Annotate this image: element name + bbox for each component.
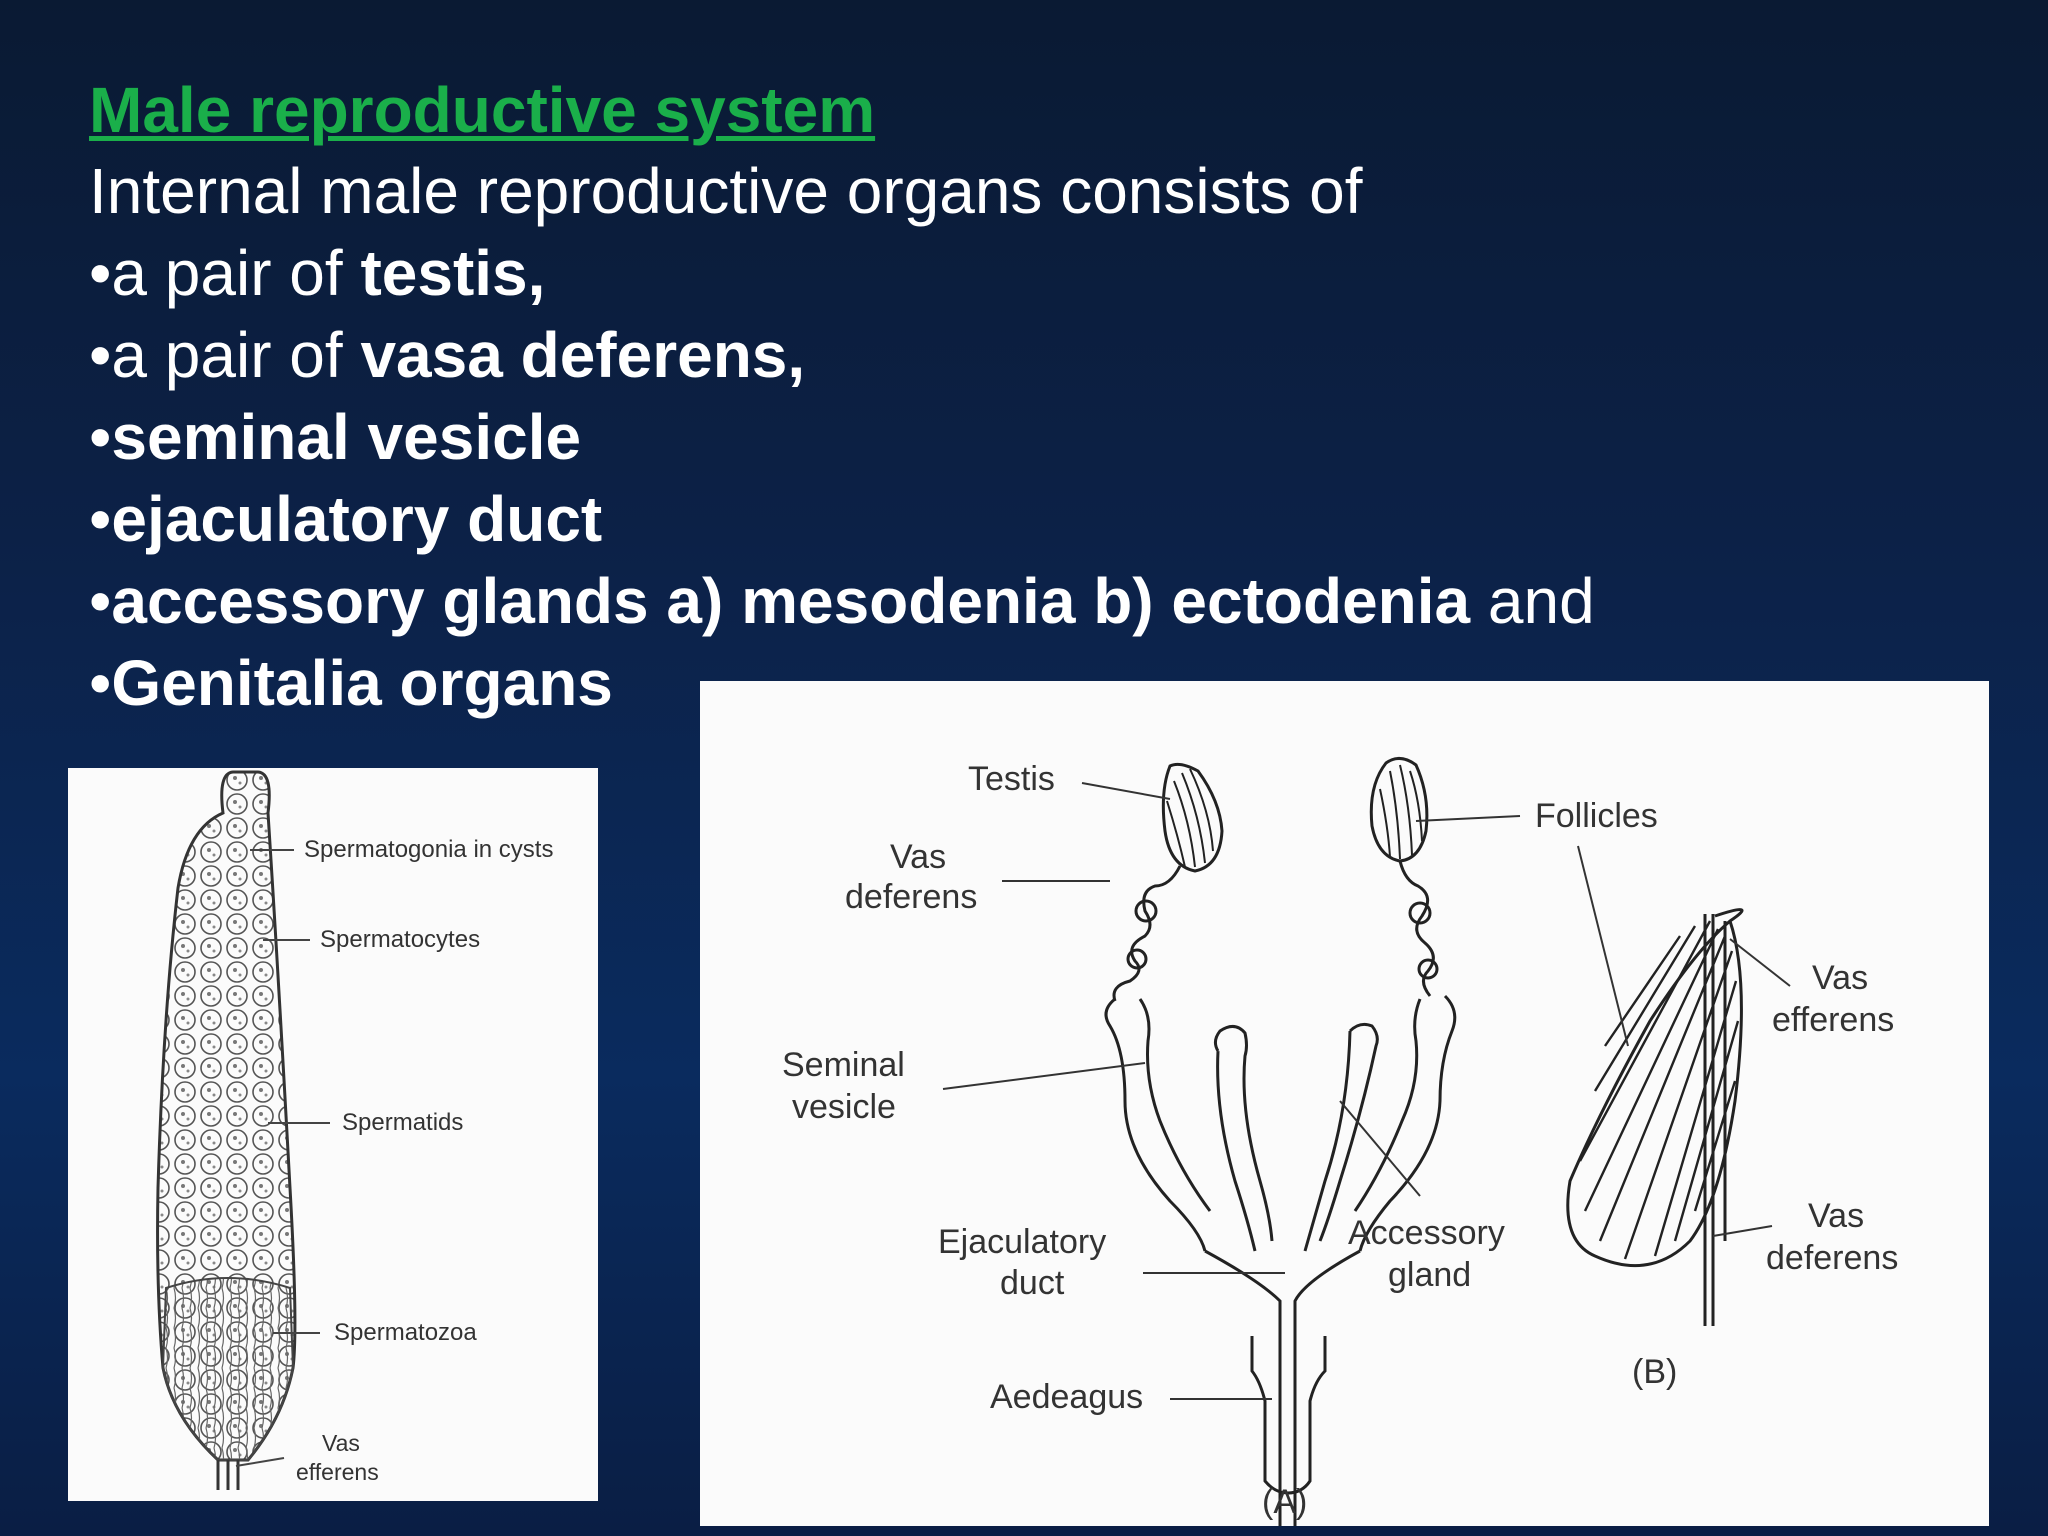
bullet-bold: accessory glands a) mesodenia b) ectoden… (111, 565, 1471, 637)
label-vas-efferens-b-line1: Vas (1812, 959, 1868, 997)
bullet-prefix: • (89, 401, 112, 473)
label-spermatozoa: Spermatozoa (334, 1319, 477, 1346)
testis-follicle-drawing: Spermatogonia in cysts Spermatocytes Spe… (156, 770, 553, 1490)
bullet-bold: Genitalia organs (111, 647, 613, 719)
bullet-bold: seminal vesicle (111, 401, 582, 473)
right-accessory-gland (1303, 1022, 1379, 1252)
reproductive-system-figure: Testis Vas deferens Seminal vesicle Ejac… (700, 681, 1989, 1526)
bullet-testis: •a pair of testis, (89, 232, 1595, 314)
bullet-vasa-deferens: •a pair of vasa deferens, (89, 314, 1595, 396)
bullet-bold: vasa deferens, (360, 319, 806, 391)
label-vas-efferens-line2: efferens (296, 1459, 379, 1485)
bullet-prefix: •a pair of (89, 319, 361, 391)
bullet-accessory-glands: •accessory glands a) mesodenia b) ectode… (89, 560, 1595, 642)
label-vas-deferens-b-line1: Vas (1808, 1197, 1864, 1235)
label-vas-deferens-b-line2: deferens (1766, 1239, 1898, 1277)
left-testis (1161, 762, 1224, 873)
label-spermatids: Spermatids (342, 1109, 463, 1136)
bullet-prefix: • (89, 647, 112, 719)
bullet-ejaculatory-duct: •ejaculatory duct (89, 478, 1595, 560)
bullet-prefix: •a pair of (89, 237, 361, 309)
slide-text: Male reproductive system Internal male r… (89, 70, 1595, 724)
bullet-bold: testis, (360, 237, 546, 309)
label-spermatocytes: Spermatocytes (320, 926, 480, 953)
right-seminal-vesicle (1353, 994, 1457, 1252)
label-accessory-line2: gland (1388, 1256, 1471, 1294)
leader-lines (235, 849, 330, 1467)
label-panel-a: (A) (1262, 1483, 1307, 1521)
bullet-prefix: • (89, 483, 112, 555)
label-seminal-line2: vesicle (792, 1088, 896, 1126)
leader-lines-b (1577, 845, 1791, 1237)
label-vas-efferens-line1: Vas (322, 1430, 360, 1456)
bullet-genitalia: •Genitalia organs (89, 642, 1595, 724)
label-testis: Testis (968, 760, 1055, 798)
labels-right: Testis Vas deferens Seminal vesicle Ejac… (782, 760, 1898, 1521)
slide-title: Male reproductive system (89, 74, 876, 146)
follicle-b (1566, 908, 1744, 1268)
label-ejaculatory-line1: Ejaculatory (938, 1223, 1106, 1261)
leader-lines-a (942, 782, 1521, 1400)
label-aedeagus: Aedeagus (990, 1378, 1143, 1416)
left-accessory-gland (1213, 1025, 1274, 1252)
intro-text: Internal male reproductive organs consis… (89, 155, 1363, 227)
diagram-a (1104, 757, 1457, 1526)
left-vas-deferens (1112, 865, 1182, 1002)
testis-follicle-figure: Spermatogonia in cysts Spermatocytes Spe… (68, 768, 598, 1501)
label-seminal-line1: Seminal (782, 1046, 905, 1084)
left-seminal-vesicle (1104, 997, 1212, 1252)
diagram-b (1566, 908, 1744, 1326)
reproductive-system-drawing: Testis Vas deferens Seminal vesicle Ejac… (782, 757, 1898, 1526)
vas-deferens-b (1703, 914, 1727, 1326)
label-accessory-line1: Accessory (1348, 1214, 1505, 1252)
bullet-seminal-vesicle: •seminal vesicle (89, 396, 1595, 478)
bullet-suffix: and (1470, 565, 1595, 637)
label-vas-deferens-line2: deferens (845, 878, 977, 916)
right-testis (1369, 757, 1429, 863)
ejaculatory-duct (1204, 1249, 1361, 1526)
aedeagus (1250, 1336, 1327, 1495)
label-spermatogonia: Spermatogonia in cysts (304, 836, 553, 863)
label-ejaculatory-line2: duct (1000, 1264, 1065, 1302)
label-follicles: Follicles (1535, 797, 1658, 835)
label-vas-efferens-b-line2: efferens (1772, 1001, 1894, 1039)
bullet-bold: ejaculatory duct (111, 483, 603, 555)
label-panel-b: (B) (1632, 1353, 1677, 1391)
bullet-prefix: • (89, 565, 112, 637)
right-vas-deferens (1398, 860, 1435, 997)
label-vas-deferens-line1: Vas (890, 838, 946, 876)
